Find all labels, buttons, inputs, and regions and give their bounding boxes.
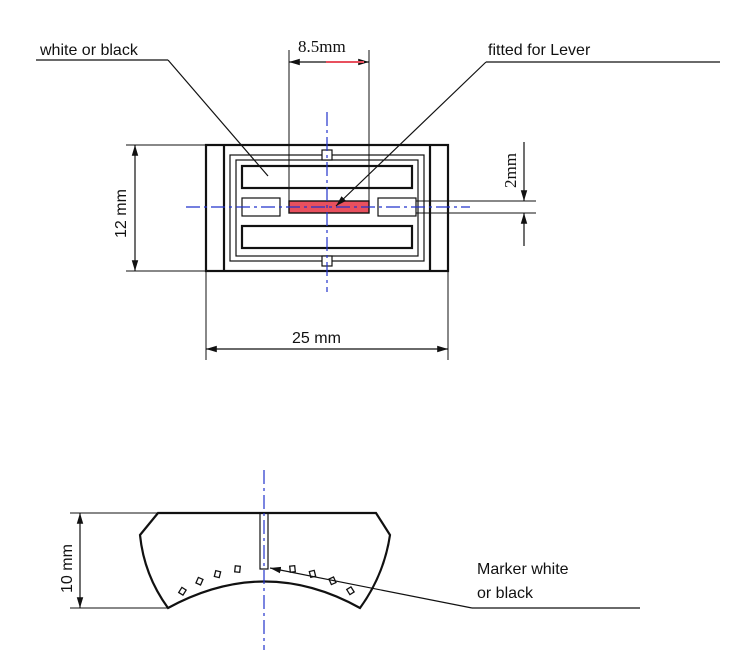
width-dim-label: 25 mm	[292, 330, 341, 347]
slot-dim-label: 2mm	[501, 153, 520, 188]
height-dim-label: 12 mm	[113, 189, 130, 238]
marker-label: Marker white	[477, 561, 569, 578]
grip-notches	[177, 564, 356, 597]
lever-label: fitted for Lever	[488, 42, 591, 59]
marker-label-line2: or black	[477, 585, 534, 602]
lever-width-label: 8.5mm	[298, 37, 346, 56]
side-view: 10 mm Marker white or black	[59, 470, 640, 650]
top-view: 2mm 8.5mm 12 mm 25 mm white or black fit…	[36, 37, 720, 360]
color-label: white or black	[39, 42, 139, 59]
side-height-label: 10 mm	[59, 544, 76, 593]
knob-side-outline	[138, 511, 392, 610]
